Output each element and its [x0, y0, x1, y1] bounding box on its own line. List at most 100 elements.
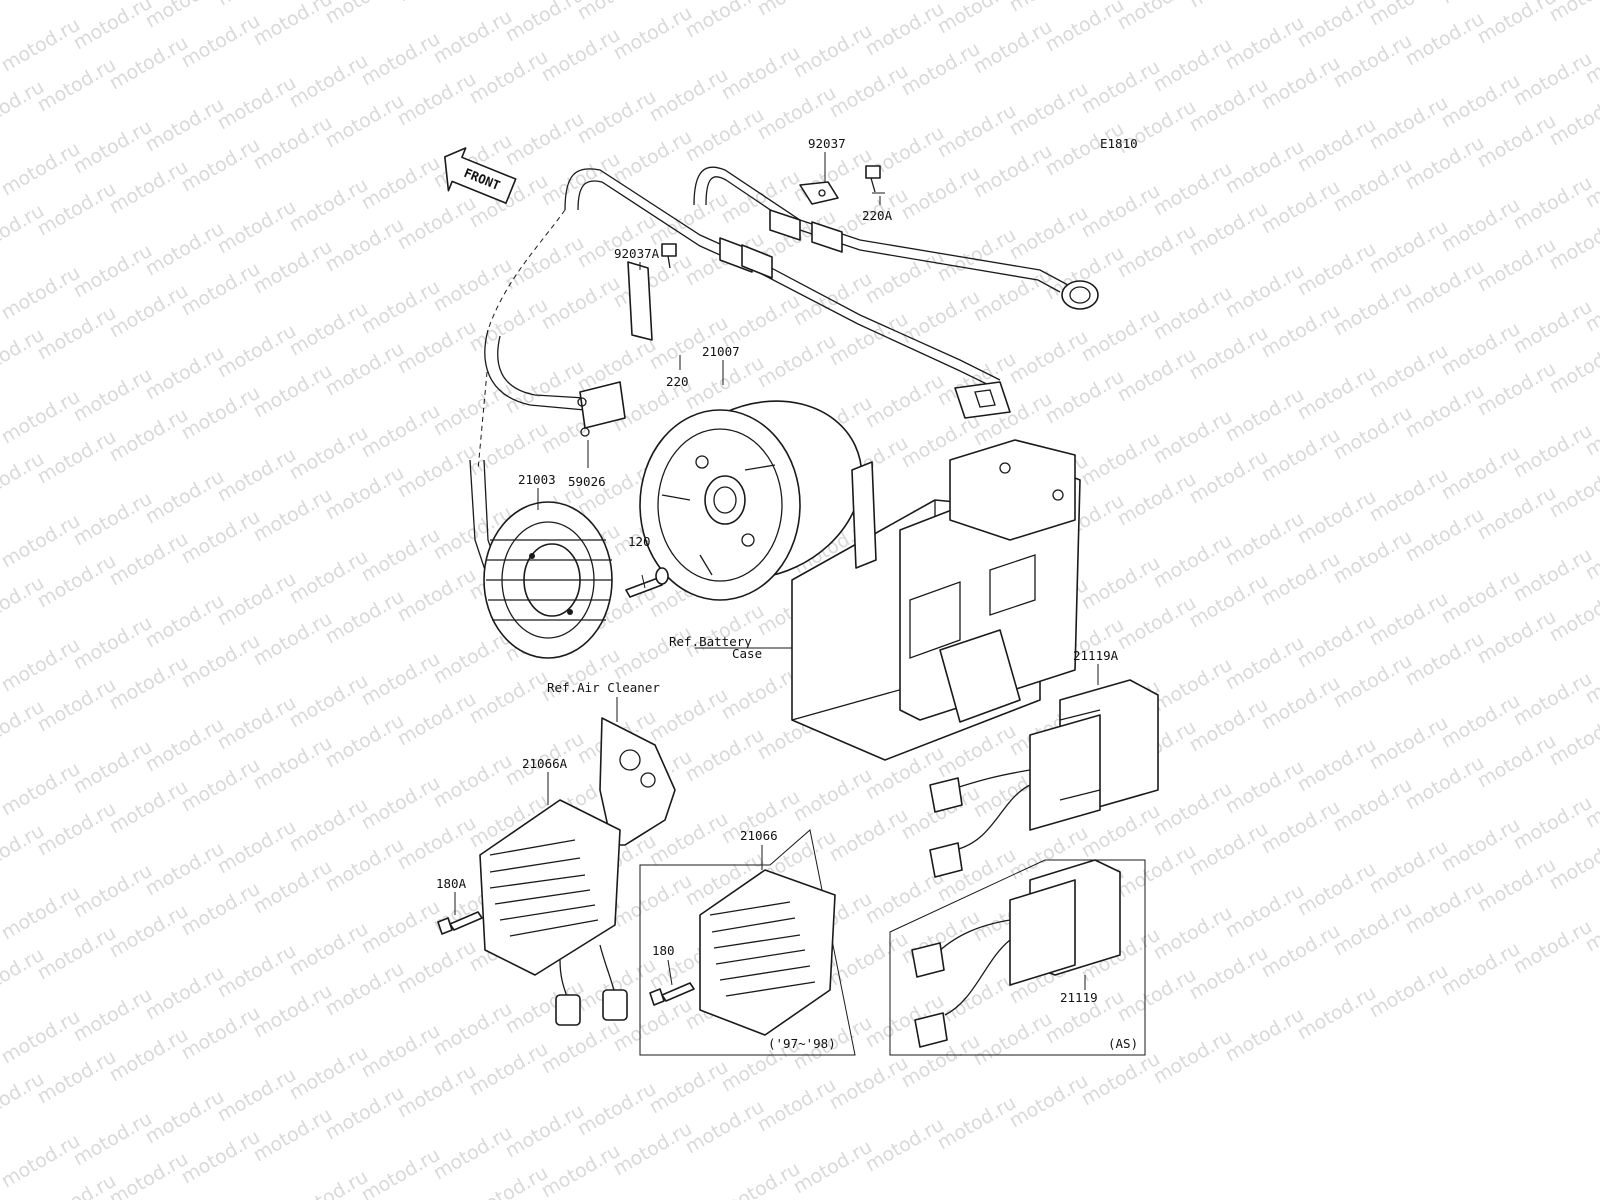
- watermark-text: motod.ru: [250, 856, 336, 919]
- watermark-text: motod.ru: [1330, 898, 1416, 961]
- watermark-text: motod.ru: [682, 104, 768, 167]
- watermark-text: motod.ru: [862, 246, 948, 309]
- watermark-text: motod.ru: [394, 192, 480, 255]
- watermark-text: motod.ru: [1438, 70, 1524, 133]
- watermark-text: motod.ru: [934, 0, 1020, 38]
- watermark-text: motod.ru: [1186, 446, 1272, 509]
- watermark-text: motod.ru: [466, 418, 552, 481]
- watermark-text: motod.ru: [1114, 964, 1200, 1027]
- watermark-text: motod.ru: [430, 254, 516, 317]
- watermark-text: motod.ru: [1330, 526, 1416, 589]
- watermark-text: motod.ru: [1150, 902, 1236, 965]
- watermark-text: motod.ru: [718, 662, 804, 725]
- watermark-text: motod.ru: [790, 20, 876, 83]
- watermark-text: motod.ru: [1222, 12, 1308, 75]
- watermark-text: motod.ru: [1294, 610, 1380, 673]
- watermark-text: motod.ru: [1510, 916, 1596, 979]
- watermark-text: motod.ru: [106, 280, 192, 343]
- watermark-text: motod.ru: [574, 86, 660, 149]
- watermark-text: motod.ru: [1402, 504, 1488, 567]
- watermark-text: motod.ru: [430, 1122, 516, 1185]
- watermark-text: motod.ru: [0, 262, 84, 325]
- watermark-text: motod.ru: [1150, 158, 1236, 221]
- watermark-text: motod.ru: [358, 896, 444, 959]
- watermark-text: motod.ru: [1150, 654, 1236, 717]
- watermark-text: motod.ru: [322, 90, 408, 153]
- watermark-text: motod.ru: [1402, 256, 1488, 319]
- watermark-text: motod.ru: [142, 466, 228, 529]
- watermark-text: motod.ru: [1474, 606, 1560, 669]
- watermark-text: motod.ru: [286, 1042, 372, 1105]
- air-cleaner-bracket: [599, 717, 676, 846]
- watermark-text: motod.ru: [1150, 1026, 1236, 1089]
- watermark-text: motod.ru: [610, 2, 696, 65]
- watermark-text: motod.ru: [1330, 278, 1416, 341]
- label-ref-air-cleaner: Ref.Air Cleaner: [547, 680, 660, 695]
- watermark-text: motod.ru: [754, 1074, 840, 1137]
- watermark-text: motod.ru: [466, 294, 552, 357]
- label-ref-battery-line2: Case: [732, 646, 762, 661]
- watermark-text: motod.ru: [1150, 406, 1236, 469]
- watermark-text: motod.ru: [1366, 712, 1452, 775]
- battery-case: [791, 439, 1081, 761]
- label-220A: 220A: [862, 208, 893, 223]
- watermark-text: motod.ru: [682, 724, 768, 787]
- watermark-text: motod.ru: [1294, 486, 1380, 549]
- watermark-text: motod.ru: [0, 758, 84, 821]
- watermark-text: motod.ru: [754, 0, 840, 20]
- watermark-text: motod.ru: [538, 1016, 624, 1079]
- watermark-text: motod.ru: [70, 116, 156, 179]
- watermark-text: motod.ru: [106, 1024, 192, 1087]
- watermark-text: motod.ru: [178, 754, 264, 817]
- watermark-text: motod.ru: [322, 462, 408, 525]
- watermark-text: motod.ru: [574, 0, 660, 24]
- watermark-text: motod.ru: [142, 714, 228, 777]
- watermark-text: motod.ru: [70, 860, 156, 923]
- watermark-text: motod.ru: [142, 1086, 228, 1149]
- watermark-text: motod.ru: [1186, 74, 1272, 137]
- watermark-text: motod.ru: [898, 162, 984, 225]
- watermark-text: motod.ru: [286, 422, 372, 485]
- watermark-text: motod.ru: [214, 1064, 300, 1127]
- leader-lines: [454, 152, 1099, 990]
- watermark-text: motod.ru: [358, 1144, 444, 1200]
- watermark-text: motod.ru: [214, 816, 300, 879]
- watermark-text: motod.ru: [1438, 814, 1524, 877]
- watermark-text: motod.ru: [106, 528, 192, 591]
- watermark-text: motod.ru: [1294, 114, 1380, 177]
- watermark-text: motod.ru: [1006, 202, 1092, 265]
- watermark-text: motod.ru: [0, 14, 84, 77]
- watermark-text: motod.ru: [394, 564, 480, 627]
- watermark-text: motod.ru: [34, 922, 120, 985]
- watermark-text: motod.ru: [1330, 30, 1416, 93]
- watermark-text: motod.ru: [1402, 380, 1488, 443]
- watermark-text: motod.ru: [862, 0, 948, 60]
- watermark-text: motod.ru: [1114, 344, 1200, 407]
- watermark-text: motod.ru: [466, 46, 552, 109]
- watermark-text: motod.ru: [1078, 304, 1164, 367]
- watermark-text: motod.ru: [142, 0, 228, 32]
- watermark-text: motod.ru: [1402, 628, 1488, 691]
- label-59026: 59026: [568, 474, 606, 489]
- watermark-text: motod.ru: [70, 612, 156, 675]
- watermark-text: motod.ru: [106, 156, 192, 219]
- watermark-text: motod.ru: [1438, 566, 1524, 629]
- watermark-text: motod.ru: [430, 998, 516, 1061]
- watermark-text: motod.ru: [1294, 858, 1380, 921]
- end-connector-right: [1061, 280, 1099, 310]
- watermark-text: motod.ru: [1150, 530, 1236, 593]
- watermark-text: motod.ru: [178, 506, 264, 569]
- label-21066: 21066: [740, 828, 778, 843]
- watermark-text: motod.ru: [1366, 464, 1452, 527]
- watermark-text: motod.ru: [502, 232, 588, 295]
- diagram-code: E1810: [1100, 136, 1138, 151]
- flywheel-rotor-21007: [639, 400, 863, 601]
- watermark-text: motod.ru: [1042, 366, 1128, 429]
- watermark-text: motod.ru: [1546, 0, 1600, 26]
- watermark-text: motod.ru: [1294, 0, 1380, 52]
- watermark-text: motod.ru: [34, 178, 120, 241]
- watermark-text: motod.ru: [142, 94, 228, 157]
- watermark-text: motod.ru: [682, 1096, 768, 1159]
- watermark-text: motod.ru: [286, 50, 372, 113]
- watermark-text: motod.ru: [0, 882, 84, 945]
